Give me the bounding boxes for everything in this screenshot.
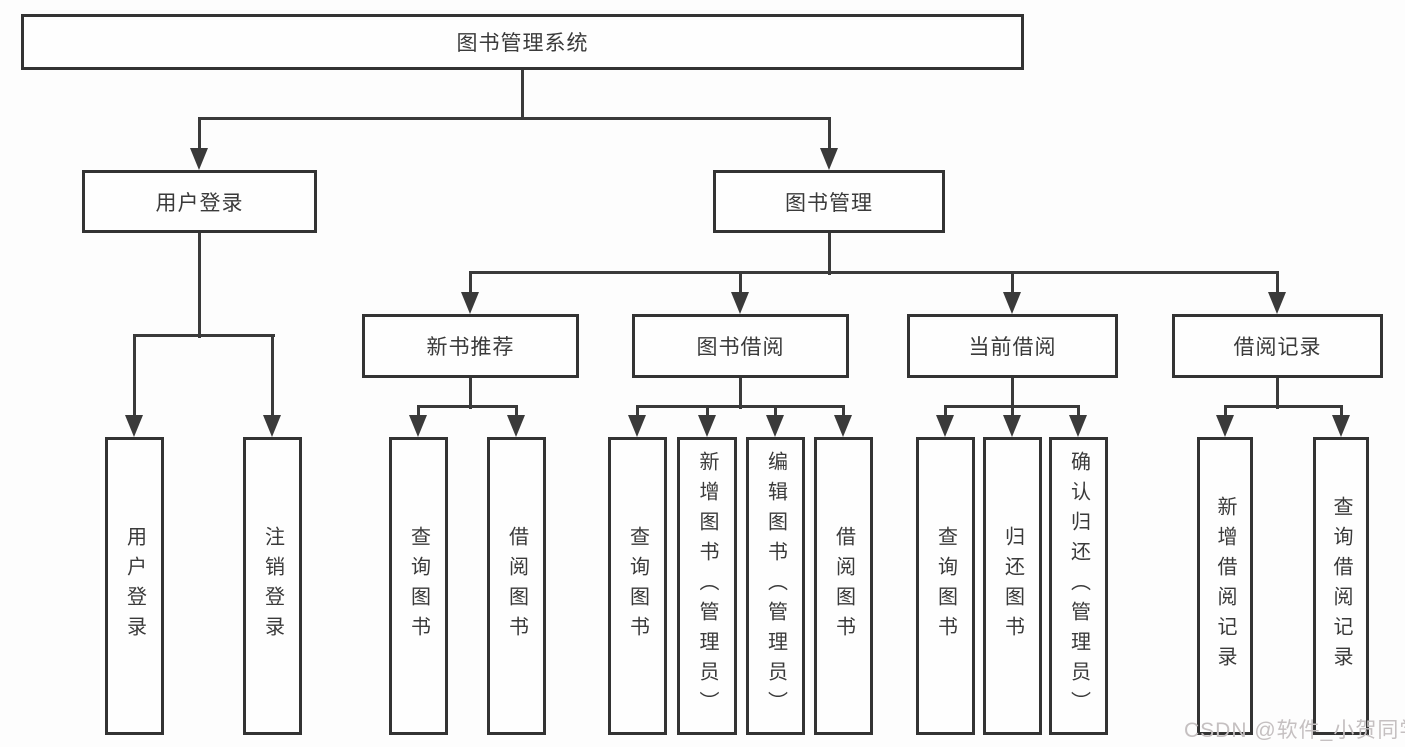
arrow-down-icon [820, 148, 838, 170]
arrow-down-icon [190, 148, 208, 170]
node-book-borrow-label: 图书借阅 [696, 336, 785, 359]
connector-line-vertical [1339, 406, 1343, 415]
arrow-down-icon [766, 415, 784, 437]
leaf-borrow-books-1-label: 借阅图书 [505, 526, 528, 646]
node-root: 图书管理系统 [21, 14, 1024, 70]
connector-line-vertical [468, 378, 472, 409]
connector-line-vertical [705, 406, 709, 415]
connector-line-vertical [514, 406, 518, 415]
node-book-management-label: 图书管理 [785, 191, 873, 215]
connector-line-vertical [635, 406, 639, 415]
arrow-down-icon [731, 292, 749, 314]
leaf-query-books-3: 查询图书 [916, 437, 975, 735]
leaf-return-book: 归还图书 [983, 437, 1042, 735]
node-new-book-recommend: 新书推荐 [362, 314, 579, 378]
node-borrow-record-label: 借阅记录 [1233, 336, 1322, 359]
leaf-user-login: 用户登录 [105, 437, 164, 735]
connector-line-horizontal [197, 116, 831, 120]
connector-line-vertical [1010, 378, 1014, 409]
leaf-logout: 注销登录 [243, 437, 302, 735]
leaf-borrow-books-2-label: 借阅图书 [832, 526, 855, 646]
leaf-edit-book-admin: 编辑图书（管理员） [746, 437, 805, 735]
watermark: CSDN @软件_小贺同学 [1184, 719, 1405, 742]
arrow-down-icon [507, 415, 525, 437]
arrow-down-icon [698, 415, 716, 437]
leaf-add-book-admin-label: 新增图书（管理员） [696, 451, 718, 721]
leaf-borrow-books-1: 借阅图书 [487, 437, 546, 735]
leaf-logout-label: 注销登录 [261, 526, 284, 646]
connector-line-vertical [1223, 406, 1227, 415]
leaf-confirm-return-admin-label: 确认归还（管理员） [1067, 451, 1090, 721]
connector-line-vertical [468, 272, 472, 292]
connector-line-vertical [827, 233, 831, 275]
arrow-down-icon [1332, 415, 1350, 437]
arrow-down-icon [834, 415, 852, 437]
connector-line-horizontal [416, 404, 518, 408]
leaf-add-book-admin: 新增图书（管理员） [677, 437, 737, 735]
arrow-down-icon [461, 292, 479, 314]
leaf-query-books-1: 查询图书 [389, 437, 448, 735]
leaf-query-books-2-label: 查询图书 [626, 526, 649, 646]
leaf-user-login-label: 用户登录 [123, 526, 146, 646]
connector-line-vertical [773, 406, 777, 415]
node-user-login: 用户登录 [82, 170, 317, 233]
arrow-down-icon [125, 415, 143, 437]
connector-line-vertical [738, 272, 742, 292]
node-current-borrow-label: 当前借阅 [968, 336, 1057, 359]
arrow-down-icon [1003, 292, 1021, 314]
leaf-query-books-3-label: 查询图书 [934, 526, 957, 646]
leaf-edit-book-admin-label: 编辑图书（管理员） [764, 451, 787, 721]
connector-line-vertical [132, 335, 136, 415]
connector-line-vertical [1275, 272, 1279, 292]
node-user-login-label: 用户登录 [155, 191, 244, 215]
arrow-down-icon [263, 415, 281, 437]
leaf-borrow-books-2: 借阅图书 [814, 437, 873, 735]
connector-line-vertical [1010, 406, 1014, 415]
arrow-down-icon [936, 415, 954, 437]
leaf-add-borrow-record-label: 新增借阅记录 [1214, 496, 1236, 676]
connector-line-vertical [270, 335, 274, 415]
leaf-return-book-label: 归还图书 [1001, 526, 1024, 646]
connector-line-vertical [1010, 272, 1014, 292]
arrow-down-icon [1003, 415, 1021, 437]
node-current-borrow: 当前借阅 [907, 314, 1118, 378]
leaf-query-borrow-record: 查询借阅记录 [1313, 437, 1369, 735]
connector-line-vertical [416, 406, 420, 415]
arrow-down-icon [628, 415, 646, 437]
connector-line-vertical [841, 406, 845, 415]
leaf-query-books-1-label: 查询图书 [407, 526, 430, 646]
connector-line-vertical [1275, 378, 1279, 409]
connector-line-vertical [827, 118, 831, 148]
connector-line-vertical [943, 406, 947, 415]
leaf-query-borrow-record-label: 查询借阅记录 [1330, 496, 1352, 676]
leaf-add-borrow-record: 新增借阅记录 [1197, 437, 1253, 735]
connector-line-vertical [738, 378, 742, 409]
connector-line-vertical [1076, 406, 1080, 415]
node-root-label: 图书管理系统 [456, 32, 589, 55]
node-new-book-recommend-label: 新书推荐 [426, 336, 515, 359]
connector-line-vertical [197, 233, 201, 338]
connector-line-horizontal [635, 404, 845, 408]
node-book-management: 图书管理 [713, 170, 945, 233]
node-book-borrow: 图书借阅 [632, 314, 849, 378]
arrow-down-icon [409, 415, 427, 437]
leaf-query-books-2: 查询图书 [608, 437, 667, 735]
connector-line-vertical [197, 118, 201, 148]
connector-line-horizontal [132, 333, 275, 337]
connector-line-horizontal [1223, 404, 1343, 408]
arrow-down-icon [1216, 415, 1234, 437]
node-borrow-record: 借阅记录 [1172, 314, 1383, 378]
connector-line-vertical [520, 69, 524, 119]
arrow-down-icon [1268, 292, 1286, 314]
arrow-down-icon [1069, 415, 1087, 437]
connector-line-horizontal [468, 270, 1279, 274]
leaf-confirm-return-admin: 确认归还（管理员） [1049, 437, 1108, 735]
